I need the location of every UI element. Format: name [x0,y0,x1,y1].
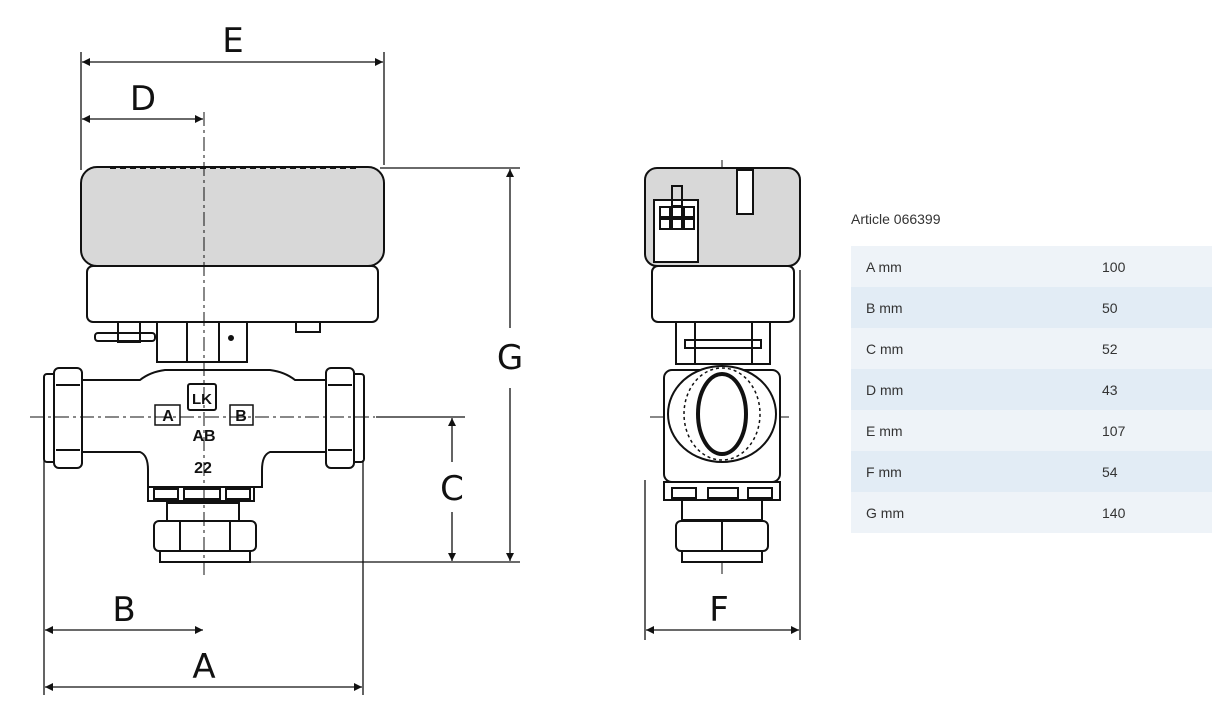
dimension-value-cell: 50 [1087,287,1212,328]
table-row: F mm 54 [851,451,1212,492]
side-port-ring [667,365,777,463]
dimension-value-cell: 140 [1087,492,1212,533]
table-row: B mm 50 [851,287,1212,328]
table-row: C mm 52 [851,328,1212,369]
table-row: E mm 107 [851,410,1212,451]
valve-body [81,369,329,488]
side-view [644,167,801,563]
actuator-base [86,265,379,323]
front-view [43,166,385,563]
dimension-value-cell: 52 [1087,328,1212,369]
dimension-label-a: A [192,647,215,687]
actuator-cover [80,166,385,267]
table-row: G mm 140 [851,492,1212,533]
dimension-label-d: D [130,79,156,119]
dimension-label-g: G [497,338,523,378]
table-row: A mm 100 [851,246,1212,287]
dimension-label-f: F [709,590,729,630]
dimension-label-cell: C mm [851,328,1087,369]
dimension-lines [43,52,801,695]
dimension-label-cell: A mm [851,246,1087,287]
article-title: Article 066399 [851,211,941,227]
logo-mark: LK [192,391,212,408]
dimension-label-cell: D mm [851,369,1087,410]
dimension-label-cell: B mm [851,287,1087,328]
article-info-panel: Article 066399 A mm 100 B mm 50 C mm 52 … [851,210,1212,533]
dimension-value-cell: 43 [1087,369,1212,410]
dimension-value-cell: 54 [1087,451,1212,492]
table-row: D mm 43 [851,369,1212,410]
dimension-label-c: C [440,469,464,509]
dimension-label-cell: F mm [851,451,1087,492]
size-mark: 22 [194,460,212,477]
dimension-value-cell: 100 [1087,246,1212,287]
dimensions-table: A mm 100 B mm 50 C mm 52 D mm 43 E mm 10… [851,246,1212,533]
dimension-label-cell: E mm [851,410,1087,451]
dimension-value-cell: 107 [1087,410,1212,451]
dimension-label-e: E [222,21,243,61]
bottom-union-nut [153,520,257,552]
port-ab-mark: AB [192,428,215,445]
dimension-label-b: B [112,590,135,630]
valve-technical-drawing: LK A B AB 22 [30,21,801,695]
dimension-labels: E D G C B A F [112,21,728,687]
dimension-label-cell: G mm [851,492,1087,533]
